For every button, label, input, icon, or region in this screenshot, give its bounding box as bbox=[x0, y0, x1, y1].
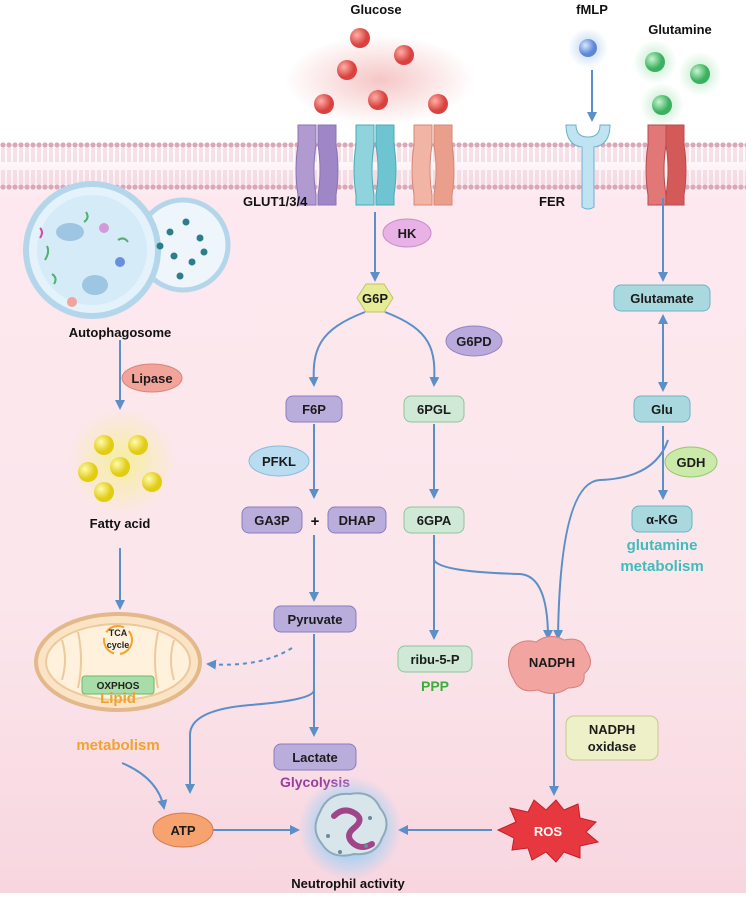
lipase-label: Lipase bbox=[131, 371, 172, 386]
plus-sign: + bbox=[311, 513, 320, 530]
autophagosome-label: Autophagosome bbox=[69, 325, 172, 340]
oxphos-label: OXPHOS bbox=[97, 681, 140, 692]
ribu5p-label: ribu-5-P bbox=[410, 652, 459, 667]
glu-node bbox=[633, 395, 691, 423]
glut-transporter-teal bbox=[353, 124, 397, 206]
akg-label: α-KG bbox=[646, 512, 678, 527]
glutamine-metabolism-label-line2: metabolism bbox=[620, 558, 703, 575]
lipase-node bbox=[121, 363, 183, 393]
glutamine-label: Glutamine bbox=[648, 22, 712, 37]
glutamate-label: Glutamate bbox=[630, 291, 694, 306]
nadph-oxidase-label-1: NADPH bbox=[589, 722, 635, 737]
ga3p-node bbox=[241, 506, 303, 534]
g6p-label: G6P bbox=[362, 291, 388, 306]
glucose-molecules bbox=[314, 28, 448, 114]
glut-transporter-purple bbox=[295, 124, 339, 206]
ppp-label: PPP bbox=[421, 678, 449, 694]
akg-node bbox=[631, 505, 693, 533]
ros-node bbox=[496, 799, 600, 863]
glucose-glow bbox=[285, 35, 475, 125]
glu-label: Glu bbox=[651, 402, 673, 417]
pfkl-label: PFKL bbox=[262, 454, 296, 469]
pathway-arrows bbox=[115, 70, 669, 835]
neutrophil-icon bbox=[298, 776, 402, 880]
glucose-label: Glucose bbox=[350, 2, 401, 17]
6gpa-node bbox=[403, 506, 465, 534]
pyruvate-node bbox=[273, 605, 357, 633]
6pgl-node bbox=[403, 395, 465, 423]
lipid-metabolism-label-line2: metabolism bbox=[76, 737, 159, 754]
pyruvate-label: Pyruvate bbox=[288, 612, 343, 627]
hk-label: HK bbox=[398, 226, 417, 241]
fer-label: FER bbox=[539, 194, 566, 209]
fer-receptor bbox=[565, 124, 611, 210]
dhap-label: DHAP bbox=[339, 513, 376, 528]
glutamine-transporter bbox=[645, 124, 687, 206]
nadph-node bbox=[508, 636, 591, 694]
nadph-label: NADPH bbox=[529, 655, 575, 670]
gdh-node bbox=[664, 446, 718, 478]
tca-label-2: cycle bbox=[107, 640, 130, 650]
gdh-label: GDH bbox=[677, 455, 706, 470]
atp-label: ATP bbox=[170, 823, 195, 838]
ros-label: ROS bbox=[534, 824, 563, 839]
ribu5p-node bbox=[397, 645, 473, 673]
autophagosome-graphic bbox=[23, 181, 231, 319]
fatty-acid-droplets bbox=[78, 435, 162, 502]
lactate-label: Lactate bbox=[292, 750, 338, 765]
lipid-metabolism-label: Lipid bbox=[100, 690, 136, 707]
glutamine-molecules bbox=[633, 40, 722, 127]
fmlp-label: fMLP bbox=[576, 2, 608, 17]
hk-node bbox=[382, 218, 432, 248]
glutamine-metabolism-label: glutamine bbox=[627, 537, 698, 554]
6pgl-label: 6PGL bbox=[417, 402, 451, 417]
ga3p-label: GA3P bbox=[254, 513, 290, 528]
f6p-label: F6P bbox=[302, 402, 326, 417]
neutrophil-activity-label: Neutrophil activity bbox=[291, 876, 405, 891]
nadph-oxidase-node bbox=[565, 715, 659, 761]
lactate-node bbox=[273, 743, 357, 771]
g6p-node bbox=[356, 283, 394, 313]
glut-transporter-salmon bbox=[411, 124, 455, 206]
g6pd-label: G6PD bbox=[456, 334, 491, 349]
6gpa-label: 6GPA bbox=[417, 513, 452, 528]
f6p-node bbox=[285, 395, 343, 423]
atp-node bbox=[152, 812, 214, 848]
fatty-acid-label: Fatty acid bbox=[90, 516, 151, 531]
nadph-oxidase-label-2: oxidase bbox=[588, 739, 636, 754]
pfkl-node bbox=[248, 445, 310, 477]
fmlp-molecule bbox=[579, 39, 597, 57]
dhap-node bbox=[327, 506, 387, 534]
glutamate-node bbox=[613, 284, 711, 312]
tca-label-1: TCA bbox=[109, 628, 128, 638]
mitochondrion bbox=[34, 612, 202, 712]
glut-label: GLUT1/3/4 bbox=[243, 194, 308, 209]
g6pd-node bbox=[445, 325, 503, 357]
